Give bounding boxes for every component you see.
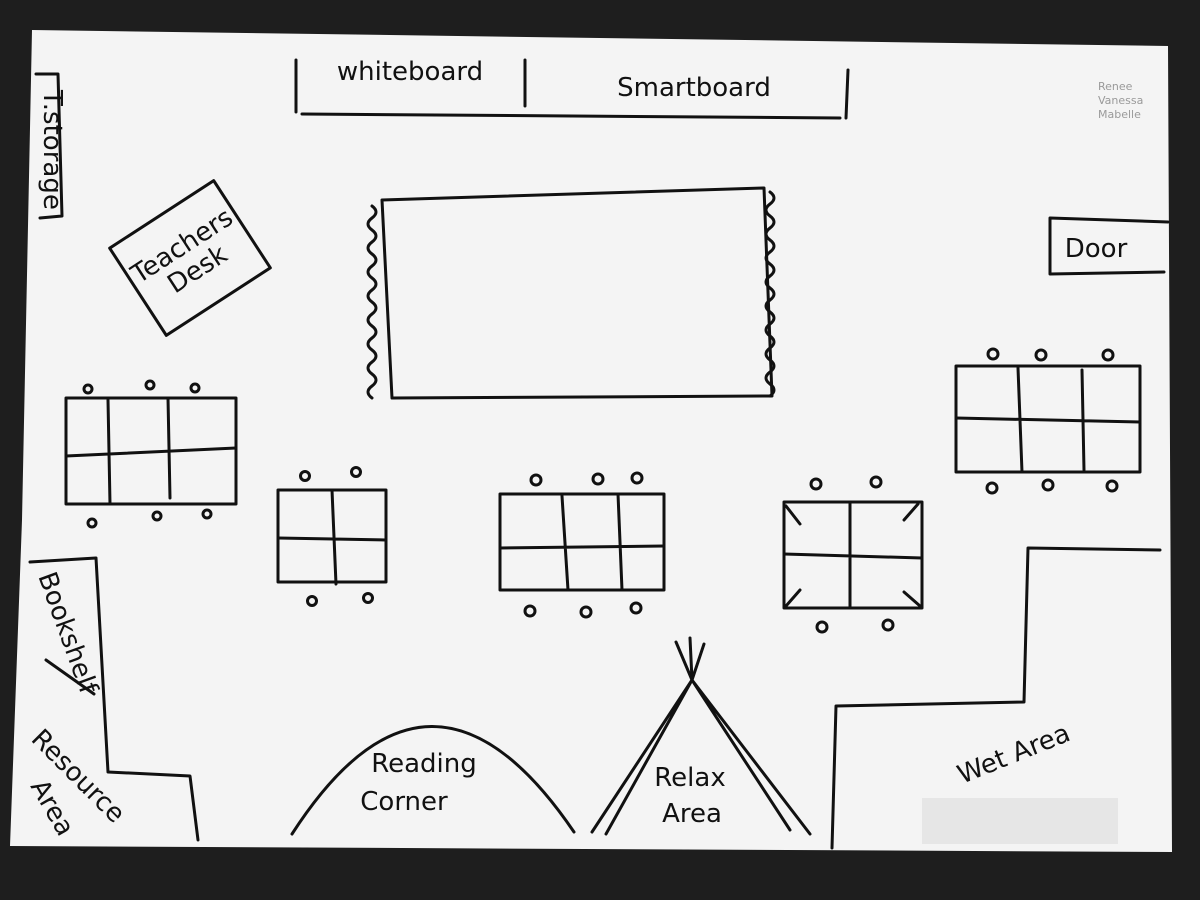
author-name-2: Vanessa <box>1098 94 1143 107</box>
relax-area-tent: Relax Area <box>590 636 812 836</box>
blurred-sticker <box>922 798 1118 844</box>
relax-area-label-line1: Relax <box>654 763 725 793</box>
table-group-1 <box>64 379 238 529</box>
door: Door <box>1048 216 1170 276</box>
table-group-2 <box>276 466 388 607</box>
reading-corner: Reading Corner <box>290 725 576 836</box>
reading-corner-label-line2: Corner <box>360 787 448 817</box>
front-boards: whiteboard Smartboard <box>294 57 850 120</box>
whiteboard-label: whiteboard <box>337 57 483 87</box>
author-name-1: Renee <box>1098 80 1133 93</box>
relax-area-label-line2: Area <box>662 799 722 829</box>
smartboard-label: Smartboard <box>617 73 771 103</box>
table-group-3 <box>498 471 666 619</box>
reading-corner-label-line1: Reading <box>371 749 477 779</box>
teacher-storage-label: T.storage <box>37 89 67 210</box>
author-name-3: Mabelle <box>1098 108 1141 121</box>
table-group-5 <box>954 347 1142 495</box>
rug <box>366 186 776 400</box>
teacher-storage: T.storage <box>34 72 67 220</box>
paper-sheet <box>10 30 1172 852</box>
table-group-4 <box>782 475 924 634</box>
author-names: Renee Vanessa Mabelle <box>1098 80 1143 121</box>
door-label: Door <box>1065 234 1128 264</box>
